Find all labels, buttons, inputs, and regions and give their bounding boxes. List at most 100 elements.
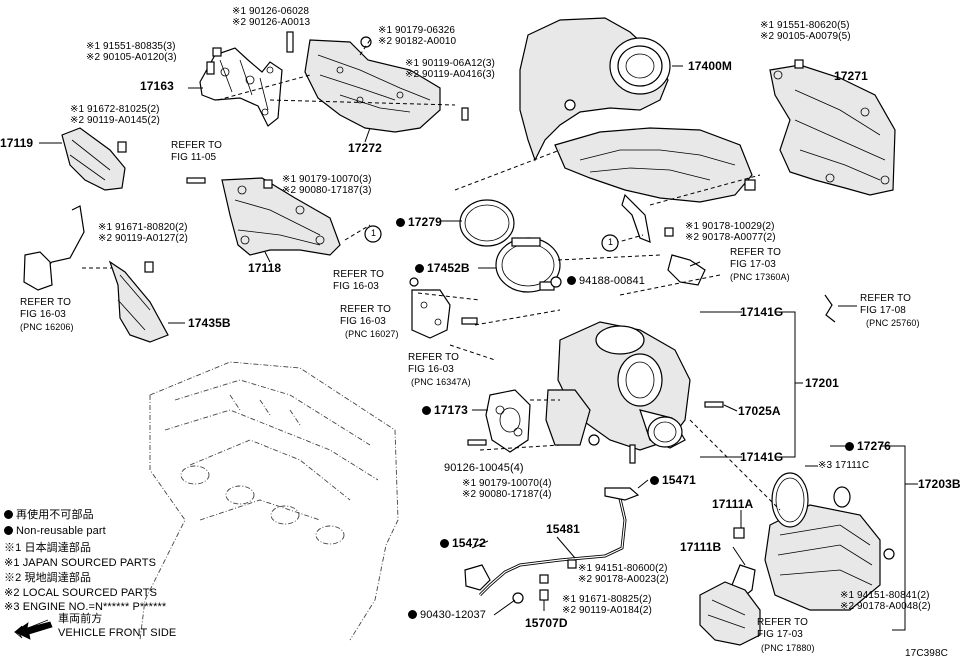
part-17025A: 17025A — [738, 404, 781, 418]
part-17119: 17119 — [0, 136, 34, 150]
legend-dot-en — [4, 526, 13, 535]
callout-91672: ※1 91672-81025(2) — [70, 104, 160, 115]
callout-90119-2: ※2 90119-A0416(3) — [405, 69, 495, 80]
part-17141G-top: 17141G — [740, 305, 784, 319]
leader-lines — [39, 65, 918, 631]
ref-17880-b: FIG 17-03 — [757, 629, 803, 640]
bolts-17163 — [206, 31, 372, 75]
callout-90080-17187-3: ※2 90080-17187(3) — [282, 185, 372, 196]
clamp-17452B — [495, 237, 561, 293]
ref-25760-c: (PNC 25760) — [866, 318, 920, 328]
legend-non-reusable-en: Non-reusable part — [4, 524, 106, 539]
turbocharger-17201 — [545, 321, 724, 464]
circle-mark-1-right — [601, 234, 619, 252]
ref-17360A-c: (PNC 17360A) — [730, 272, 790, 282]
legend-local-jp: ※2 現地調達部品 — [4, 572, 92, 584]
hose-ref — [550, 227, 706, 288]
ref-25760-a: REFER TO — [860, 293, 911, 304]
callout-90126-2: ※2 90126-A0013 — [232, 17, 311, 28]
callout-90182-2: ※2 90182-A0010 — [378, 36, 457, 47]
non-reusable-dot — [396, 218, 405, 227]
callout-90105-A0079: ※2 90105-A0079(5) — [760, 31, 851, 42]
part-17400M: 17400M — [688, 59, 732, 73]
callout-90178-A0077: ※2 90178-A0077(2) — [685, 232, 776, 243]
non-reusable-dot — [415, 264, 424, 273]
engine-block-outline — [139, 361, 399, 641]
ref-16-03-b: FIG 16-03 — [333, 281, 379, 292]
part-17272: 17272 — [348, 141, 382, 155]
callout-91671-80820: ※1 91671-80820(2) — [98, 222, 188, 233]
callout-91551-80620: ※1 91551-80620(5) — [760, 20, 850, 31]
callout-91551-1: ※1 91551-80835(3) — [86, 41, 176, 52]
part-15472: 15472 — [440, 537, 486, 550]
non-reusable-dot — [422, 406, 431, 415]
callout-90179-10070-3: ※1 90179-10070(3) — [282, 174, 372, 185]
callout-90119-A0145: ※2 90119-A0145(2) — [70, 115, 160, 126]
vehicle-front-arrow-icon — [14, 621, 53, 640]
part-17452B: 17452B — [415, 262, 470, 275]
part-17435B: 17435B — [188, 316, 231, 330]
intake-ref — [699, 581, 761, 646]
part-15471: 15471 — [650, 474, 696, 487]
part-17203B: 17203B — [918, 477, 960, 491]
ref-16347A-b: FIG 16-03 — [408, 364, 454, 375]
part-17279-label: 17279 — [408, 215, 442, 229]
ref-17880-a: REFER TO — [757, 617, 808, 628]
bracket-17119 — [61, 127, 127, 191]
ref-17360A-a: REFER TO — [730, 247, 781, 258]
gasket-17173 — [467, 389, 531, 453]
hose-25760 — [824, 294, 836, 323]
callout-90119-A0127: ※2 90119-A0127(2) — [98, 233, 188, 244]
callout-90126-1: ※1 90126-06028 — [232, 6, 310, 17]
bracket-17163 — [199, 47, 283, 127]
callout-90178-10029: ※1 90178-10029(2) — [685, 221, 775, 232]
circle-mark-1-right-label: 1 — [607, 237, 614, 247]
insulator-17271 — [769, 59, 896, 196]
part-90126-10045: 90126-10045(4) — [444, 462, 524, 474]
part-17276-label: 17276 — [857, 439, 891, 453]
callout-90080-17187-4: ※2 90080-17187(4) — [462, 489, 552, 500]
ref-16027-a: REFER TO — [340, 304, 391, 315]
non-reusable-dot — [845, 442, 854, 451]
callout-94151-80841: ※1 94151-80841(2) — [840, 590, 930, 601]
part-15707D: 15707D — [525, 616, 568, 630]
legend-front-jp: 車両前方 — [58, 613, 103, 625]
part-17111A: 17111A — [712, 497, 754, 511]
callout-90119-1: ※1 90119-06A12(3) — [405, 58, 495, 69]
legend-l2: Non-reusable part — [16, 525, 106, 537]
legend-l1: 再使用不可部品 — [16, 509, 94, 521]
legend-dot-jp — [4, 510, 13, 519]
callout-94151-80600: ※1 94151-80600(2) — [578, 563, 668, 574]
ref-11-05-b: FIG 11-05 — [171, 152, 217, 163]
non-reusable-dot — [440, 539, 449, 548]
part-15481: 15481 — [546, 522, 580, 536]
ref-16347A-c: (PNC 16347A) — [411, 377, 471, 387]
legend-japan-en: ※1 JAPAN SOURCED PARTS — [4, 557, 157, 569]
part-17141G-bottom: 17141G — [740, 450, 784, 464]
part-17111B: 17111B — [680, 540, 722, 554]
callout-90119-A0184: ※2 90119-A0184(2) — [562, 605, 652, 616]
callout-90179-1: ※1 90179-06326 — [378, 25, 456, 36]
ref-16027-c: (PNC 16027) — [345, 329, 399, 339]
circle-mark-1-left — [364, 225, 382, 243]
bracket-17118 — [186, 177, 341, 256]
bracket-plate — [409, 277, 478, 339]
ref-25760-b: FIG 17-08 — [860, 305, 906, 316]
bracket-17435B — [23, 205, 169, 343]
legend-engine-no: ※3 ENGINE NO.=N****** P****** — [4, 601, 167, 613]
part-17201: 17201 — [805, 376, 839, 390]
oil-pipe-15481 — [464, 487, 640, 604]
part-17173-label: 17173 — [434, 403, 468, 417]
insulator-17272 — [304, 39, 469, 133]
ref-16206-b: FIG 16-03 — [20, 309, 66, 320]
part-94188-label: 94188-00841 — [579, 275, 645, 287]
assembly-lines — [82, 39, 781, 511]
legend-local-en: ※2 LOCAL SOURCED PARTS — [4, 587, 158, 599]
part-90430-12037: 90430-12037 — [408, 610, 486, 621]
manifold-17400M — [519, 17, 756, 243]
part-17173: 17173 — [422, 404, 468, 417]
part-15471-label: 15471 — [662, 473, 696, 487]
part-17118: 17118 — [248, 261, 282, 275]
